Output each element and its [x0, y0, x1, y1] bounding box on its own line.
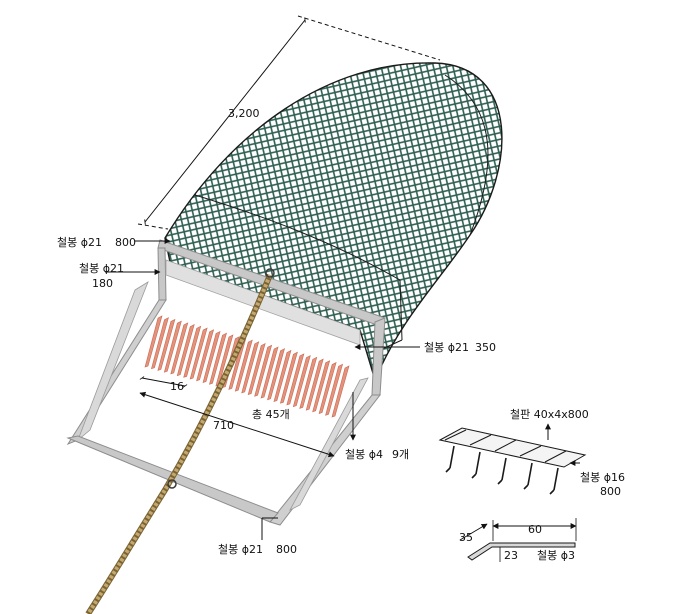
rake-tooth [202, 330, 221, 383]
label-bottom-bar-size: 800 [276, 543, 297, 556]
label-right-bar-size: 350 [475, 341, 496, 354]
rake-tooth [196, 329, 215, 382]
callout-right-bar: 철봉 ϕ21 350 [354, 341, 496, 354]
callout-bottom-bar: 철봉 ϕ21 800 [218, 517, 297, 556]
label-side-bar-material: 철봉 ϕ21 [79, 262, 124, 275]
label-plate: 철판 40x4x800 [510, 408, 589, 421]
rake-detail: 철판 40x4x800 철봉 ϕ16 800 [438, 408, 625, 498]
label-rake-bar-size: 800 [600, 485, 621, 498]
rake-tooth [176, 324, 195, 377]
callout-rods: 철봉 ϕ4 9개 [345, 392, 409, 461]
dimension-label-tooth-length: 60 [528, 523, 542, 536]
tow-rope [85, 268, 275, 614]
rake-tooth [189, 327, 208, 380]
label-top-bar-size: 800 [115, 236, 136, 249]
rake-tooth [209, 332, 227, 385]
tooth-detail: 60 35 23 철봉 ϕ3 [459, 518, 577, 562]
label-side-bar-size: 180 [92, 277, 113, 290]
rake-tooth [144, 315, 163, 368]
rake-tooth [157, 318, 176, 371]
dimension-label-tooth-height: 35 [459, 531, 473, 544]
label-bottom-bar-material: 철봉 ϕ21 [218, 543, 263, 556]
dimension-label-tooth-bend: 23 [504, 549, 518, 562]
label-top-bar-material: 철봉 ϕ21 [57, 236, 102, 249]
dimension-net-length: 3,200 [137, 15, 441, 230]
dimension-label-3200: 3,200 [228, 107, 260, 120]
dimension-label-pitch: 16 [170, 380, 184, 393]
callout-top-bar: 철봉 ϕ21 800 [57, 236, 171, 249]
callout-side-bar: 철봉 ϕ21 180 [79, 262, 161, 290]
rake-tooth [234, 339, 253, 392]
dimension-label-width: 710 [213, 419, 234, 432]
label-rods-size: 9개 [392, 448, 409, 461]
teeth-count-label: 총 45개 [252, 408, 290, 421]
rake-tooth [331, 365, 350, 418]
label-rake-bar-material: 철봉 ϕ16 [580, 471, 625, 484]
label-rods-material: 철봉 ϕ4 [345, 448, 383, 461]
rake-tooth [151, 317, 169, 370]
rake-tooth [163, 320, 182, 373]
label-right-bar-material: 철봉 ϕ21 [424, 341, 469, 354]
label-tooth-rod: 철봉 ϕ3 [537, 549, 575, 562]
rake-tooth [170, 322, 189, 375]
dimension-teeth: 16 710 총 45개 [139, 376, 335, 458]
